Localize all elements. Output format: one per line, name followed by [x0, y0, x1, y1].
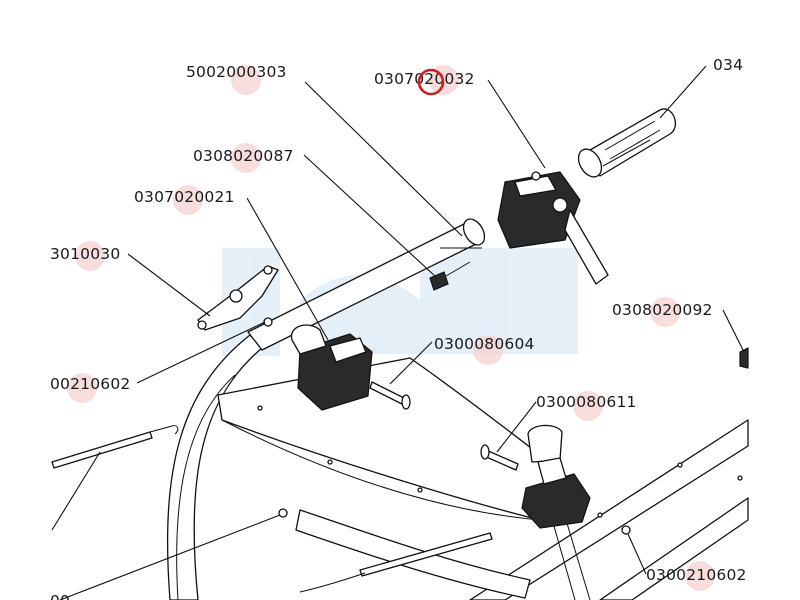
left-control-housing — [290, 324, 373, 411]
callout-label: 5002000303 — [186, 63, 287, 81]
leader-034 — [659, 65, 707, 119]
leader-0300080611 — [496, 401, 537, 453]
callout-dot — [685, 561, 715, 591]
leader-0308020087 — [303, 154, 437, 278]
grip-body — [589, 108, 676, 177]
leader-left-cable — [51, 451, 101, 531]
housing-cap — [290, 324, 327, 355]
hand-grip — [577, 108, 676, 178]
callout-dot — [67, 373, 97, 403]
nut — [263, 317, 273, 327]
bracket-pivot — [229, 289, 243, 303]
pin-head — [480, 444, 490, 460]
frame-tubes — [166, 218, 749, 600]
grip-ribs — [602, 120, 661, 167]
callout-dot — [473, 335, 503, 365]
left-frame-tube — [166, 334, 263, 600]
inner-frame-curve — [176, 374, 236, 600]
pin-head — [401, 394, 411, 410]
callout-label: 034 — [713, 56, 743, 74]
callout-label: 0300080611 — [536, 393, 637, 411]
leader-5002000303 — [304, 81, 463, 237]
lower-cable-tail — [299, 572, 366, 593]
throttle-screw — [531, 171, 541, 181]
fastener — [278, 508, 288, 518]
throttle-lever — [564, 209, 609, 285]
lever-base — [521, 473, 591, 529]
lower-crossbar — [295, 509, 531, 599]
housing-panel — [329, 337, 367, 363]
screw-hole — [597, 512, 603, 518]
callout-label: 00 — [50, 592, 70, 600]
cables — [51, 247, 493, 593]
leader-3010030 — [127, 253, 211, 317]
callout-dot — [75, 241, 105, 271]
small-bolt-top — [429, 261, 471, 291]
callout-dot — [231, 143, 261, 173]
leader-0300080604 — [389, 341, 433, 385]
callout-dot — [573, 391, 603, 421]
watermark-block — [420, 248, 578, 354]
callout-label: 3010030 — [50, 245, 120, 263]
pin-604 — [369, 381, 411, 410]
screw-hole — [737, 475, 743, 481]
callout-label: 0307020021 — [134, 188, 235, 206]
leader-00210602 — [136, 321, 266, 384]
clamp-bracket — [197, 265, 279, 331]
callout-label: 0308020087 — [193, 147, 294, 165]
handlebar-tube-end — [462, 218, 486, 246]
bolt-clip — [429, 271, 449, 291]
callout-label: 0308020092 — [612, 301, 713, 319]
throttle-pivot — [552, 197, 568, 213]
fasteners — [278, 347, 749, 535]
callout-label: 0300210602 — [646, 566, 747, 584]
circle-marker-icon — [417, 68, 445, 96]
throttle-control — [497, 171, 609, 285]
lower-control-lever — [521, 424, 591, 529]
callout-dot — [650, 297, 680, 327]
leader-00 — [59, 514, 281, 600]
callout-labels: 5002000303 0307020032 034 0308020087 030… — [50, 56, 747, 600]
pin-611 — [480, 444, 519, 471]
callout-label: 0300080604 — [434, 335, 535, 353]
bolt-shaft — [445, 261, 471, 277]
leader-0307020021 — [246, 197, 329, 341]
right-lower-tube — [599, 497, 749, 600]
dashboard-plate-edge — [221, 419, 541, 521]
leader-0308020092 — [722, 309, 745, 353]
lever-knob — [527, 424, 563, 463]
leader-lines — [51, 65, 745, 600]
leader-0300210602 — [627, 533, 647, 575]
fastener — [621, 525, 631, 535]
callout-dot — [231, 65, 261, 95]
cable-end — [149, 425, 179, 435]
screw-hole — [327, 459, 333, 465]
throttle-cable-left — [51, 431, 153, 469]
edge-fastener — [739, 347, 749, 369]
bracket-top-hole — [263, 265, 273, 275]
screw-hole — [417, 487, 423, 493]
lever-stem — [537, 457, 567, 485]
grip-end — [577, 148, 603, 178]
callout-label: 0307020032 — [374, 70, 475, 88]
leader-0307020032 — [487, 79, 546, 169]
callout-label: 00210602 — [50, 375, 131, 393]
dashboard-plate — [217, 357, 561, 521]
screw-hole — [677, 462, 683, 468]
callout-dot — [173, 185, 203, 215]
bracket-tip — [197, 320, 207, 330]
screw-hole — [257, 405, 263, 411]
